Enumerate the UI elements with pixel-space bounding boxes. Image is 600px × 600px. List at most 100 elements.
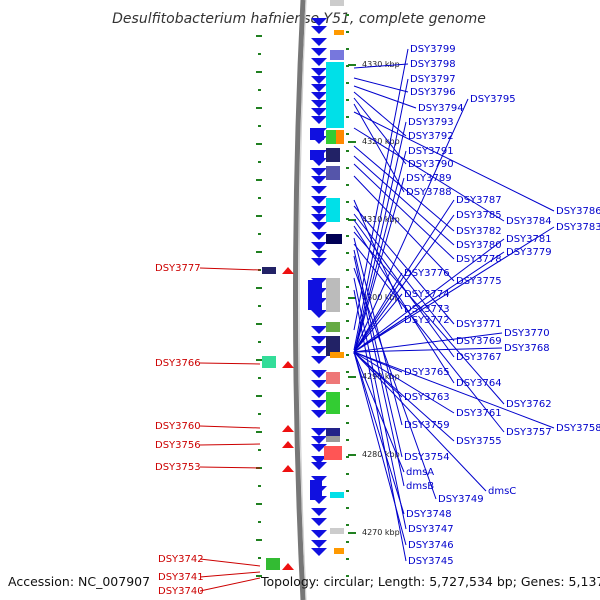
gene-label[interactable]: DSY3742 [158, 554, 204, 565]
ruler-tick [346, 490, 349, 492]
gene-label[interactable]: DSY3774 [404, 289, 450, 300]
gene-arrow [311, 518, 327, 526]
label-leader-line [199, 267, 261, 271]
label-leader-line [353, 255, 405, 487]
gene-label[interactable]: DSY3775 [456, 276, 502, 287]
gene-label[interactable]: DSY3756 [155, 440, 201, 451]
ruler-tick [346, 337, 349, 339]
gene-label[interactable]: DSY3767 [456, 352, 502, 363]
gene-label[interactable]: DSY3785 [456, 210, 502, 221]
label-leader-line [353, 77, 409, 93]
gene-label[interactable]: DSY3770 [504, 328, 550, 339]
gene-label[interactable]: DSY3761 [456, 408, 502, 419]
gene-label[interactable]: DSY3747 [408, 524, 454, 535]
gene-label[interactable]: DSY3793 [408, 117, 454, 128]
gene-label[interactable]: DSY3746 [408, 540, 454, 551]
gene-label[interactable]: DSY3749 [438, 494, 484, 505]
gene-arrow [311, 206, 327, 214]
gene-label[interactable]: DSY3792 [408, 131, 454, 142]
gene-label[interactable]: DSY3786 [556, 206, 600, 217]
gene-label[interactable]: DSY3762 [506, 399, 552, 410]
gene-label[interactable]: DSY3788 [406, 187, 452, 198]
gene-label[interactable]: DSY3758 [556, 423, 600, 434]
gene-arrow [311, 168, 327, 176]
gene-label[interactable]: DSY3778 [456, 254, 502, 265]
gene-arrow [282, 563, 294, 570]
gene-arrow [311, 84, 327, 92]
gene-label[interactable]: DSY3741 [158, 572, 204, 583]
gene-label[interactable]: dmsA [406, 467, 434, 478]
gene-label[interactable]: DSY3784 [506, 216, 552, 227]
gene-label[interactable]: DSY3796 [410, 87, 456, 98]
gene-arrow [311, 380, 327, 388]
gene-arrow [311, 222, 327, 230]
gene-arrow [311, 68, 327, 76]
gene-label[interactable]: DSY3748 [406, 509, 452, 520]
gene-label[interactable]: DSY3791 [408, 146, 454, 157]
gene-feature-box [336, 130, 344, 144]
gene-label[interactable]: DSY3789 [406, 173, 452, 184]
gene-label[interactable]: DSY3790 [408, 159, 454, 170]
gene-label[interactable]: DSY3780 [456, 240, 502, 251]
gene-label[interactable]: DSY3777 [155, 263, 201, 274]
gene-arrow [311, 176, 327, 184]
gene-label[interactable]: DSY3798 [410, 59, 456, 70]
gene-feature-box [330, 528, 344, 534]
gene-label[interactable]: DSY3768 [504, 343, 550, 354]
gene-label[interactable]: DSY3795 [470, 94, 516, 105]
gene-label[interactable]: DSY3797 [410, 74, 456, 85]
gene-label[interactable]: DSY3755 [456, 436, 502, 447]
ruler-tick [346, 456, 349, 458]
gene-arrow [311, 100, 327, 108]
ruler-tick [346, 303, 349, 305]
gene-arrow [282, 425, 294, 432]
gene-label[interactable]: DSY3760 [155, 421, 201, 432]
gene-label[interactable]: dmsC [488, 486, 516, 497]
gene-label[interactable]: DSY3794 [418, 103, 464, 114]
gene-label[interactable]: DSY3769 [456, 336, 502, 347]
label-leader-line [353, 91, 407, 137]
gene-label[interactable]: DSY3781 [506, 234, 552, 245]
gene-label[interactable]: dmsB [406, 481, 434, 492]
label-leader-line [353, 127, 505, 222]
scale-label: 4270 kbp [362, 528, 400, 537]
ruler-tick [346, 439, 349, 441]
label-leader-line [353, 226, 555, 353]
gene-label[interactable]: DSY3740 [158, 586, 204, 597]
gene-label[interactable]: DSY3782 [456, 226, 502, 237]
gene-label[interactable]: DSY3765 [404, 367, 450, 378]
gene-label[interactable]: DSY3773 [404, 304, 450, 315]
gene-arrow [311, 58, 327, 66]
gene-label[interactable]: DSY3754 [404, 452, 450, 463]
gene-label[interactable]: DSY3787 [456, 195, 502, 206]
ruler-tick [346, 14, 349, 16]
ruler-tick [346, 82, 349, 84]
gene-label[interactable]: DSY3779 [506, 247, 552, 258]
gene-arrow [311, 428, 327, 436]
gene-label[interactable]: DSY3753 [155, 462, 201, 473]
gene-arrow [311, 530, 327, 538]
ruler-tick [258, 125, 261, 127]
gene-arrow [311, 214, 327, 222]
gene-label[interactable]: DSY3757 [506, 427, 552, 438]
gene-label[interactable]: DSY3745 [408, 556, 454, 567]
label-leader-line [353, 213, 455, 342]
gene-label[interactable]: DSY3799 [410, 44, 456, 55]
ruler-tick [258, 161, 261, 163]
gene-arrow [311, 196, 327, 204]
label-leader-line [199, 425, 261, 429]
gene-label[interactable]: DSY3771 [456, 319, 502, 330]
gene-label[interactable]: DSY3763 [404, 392, 450, 403]
gene-label[interactable]: DSY3776 [404, 268, 450, 279]
gene-label[interactable]: DSY3766 [155, 358, 201, 369]
gene-label[interactable]: DSY3764 [456, 378, 502, 389]
ruler-tick [346, 269, 349, 271]
label-leader-line [353, 145, 455, 232]
label-leader-line [353, 351, 405, 515]
gene-label[interactable]: DSY3783 [556, 222, 600, 233]
gene-label[interactable]: DSY3759 [404, 420, 450, 431]
gene-arrow [311, 18, 327, 26]
ruler-tick [346, 473, 349, 475]
gene-feature-box [324, 446, 342, 460]
